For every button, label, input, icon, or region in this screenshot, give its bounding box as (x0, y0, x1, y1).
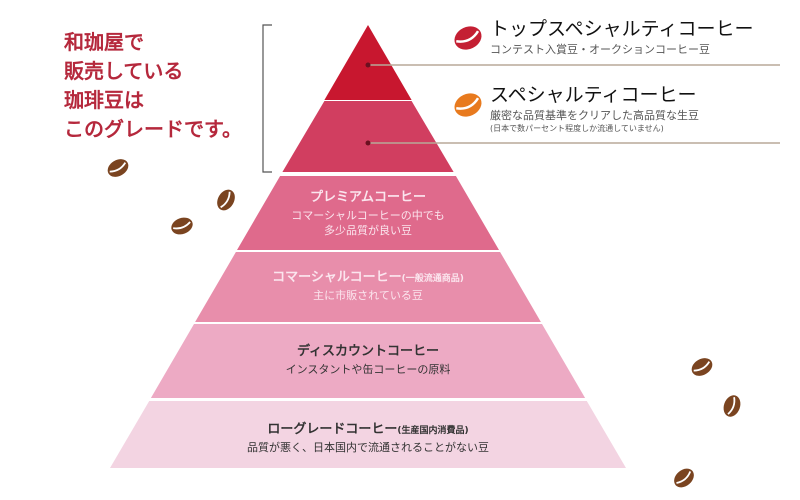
level-desc: 品質が悪く、日本国内で流通されることがない豆 (247, 441, 489, 454)
bean-icon-specialty (454, 93, 482, 117)
bracket (262, 24, 272, 173)
level-desc: コマーシャルコーヒーの中でも (291, 209, 445, 222)
level-title: コマーシャルコーヒー (272, 270, 402, 285)
coffee-bean-icon (723, 395, 741, 417)
caption-line: 珈琲豆は (64, 88, 144, 112)
level-premium-label: プレミアムコーヒー コマーシャルコーヒーの中でも多少品質が良い豆 (168, 186, 568, 238)
level-title-note: (一般流通商品) (401, 274, 464, 284)
coffee-bean-icon (691, 358, 713, 376)
caption-line: このグレードです。 (64, 117, 242, 141)
level-title: プレミアムコーヒー (309, 190, 427, 205)
level-desc: インスタントや缶コーヒーの原料 (285, 363, 451, 376)
callout-dot-specialty (365, 140, 371, 146)
level-desc-block: コマーシャルコーヒーの中でも多少品質が良い豆 (168, 208, 568, 238)
left-caption: 和珈屋で 販売している 珈琲豆は このグレードです。 (64, 28, 242, 144)
callout-title: スペシャルティコーヒー (490, 84, 697, 106)
level-commercial (195, 252, 541, 322)
level-title-note: (生産国内消費品) (397, 426, 469, 436)
level-desc: 多少品質が良い豆 (324, 224, 412, 237)
callout-subtitle: コンテスト入賞豆・オークションコーヒー豆 (490, 43, 710, 56)
coffee-bean-icon (171, 217, 193, 235)
level-lowgrade (110, 401, 626, 468)
callout-dot-top (365, 62, 371, 68)
level-lowgrade-label: ローグレードコーヒー(生産国内消費品) 品質が悪く、日本国内で流通されることがな… (168, 418, 568, 455)
level-discount-label: ディスカウントコーヒー インスタントや缶コーヒーの原料 (168, 340, 568, 377)
coffee-bean-icon (107, 159, 129, 177)
level-desc: 主に市販されている豆 (313, 289, 423, 302)
caption-line: 和珈屋で (64, 30, 144, 54)
coffee-bean-icon (217, 189, 235, 211)
level-premium (237, 176, 499, 250)
callout-note: (日本で数パーセント程度しか流通していません) (490, 124, 664, 133)
level-title-block: ローグレードコーヒー(生産国内消費品) (168, 418, 568, 437)
callout-specialty: スペシャルティコーヒー 厳密な品質基準をクリアした高品質な生豆 (日本で数パーセ… (490, 80, 699, 134)
callout-title: トップスペシャルティコーヒー (490, 18, 754, 40)
caption-line: 販売している (64, 59, 184, 83)
level-title: ローグレードコーヒー (267, 422, 398, 437)
bean-icon-top (454, 26, 482, 50)
level-title-block: コマーシャルコーヒー(一般流通商品) (168, 266, 568, 285)
callout-subtitle: 厳密な品質基準をクリアした高品質な生豆 (490, 109, 699, 122)
level-commercial-label: コマーシャルコーヒー(一般流通商品) 主に市販されている豆 (168, 266, 568, 303)
level-discount (150, 324, 586, 398)
coffee-bean-icon (674, 468, 694, 488)
callout-top-specialty: トップスペシャルティコーヒー コンテスト入賞豆・オークションコーヒー豆 (490, 14, 754, 57)
level-specialty (282, 101, 454, 172)
level-title: ディスカウントコーヒー (296, 344, 440, 359)
